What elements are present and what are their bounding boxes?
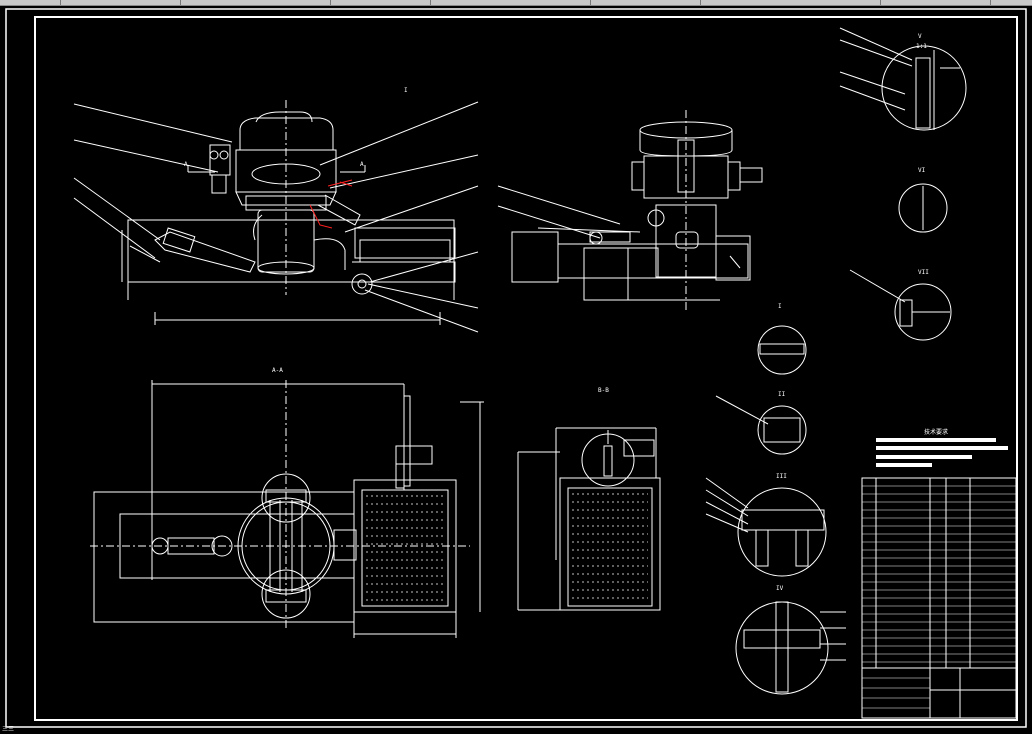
toolbar-strip bbox=[0, 0, 1032, 6]
label-detail-1: I bbox=[778, 303, 782, 310]
title-block-rows bbox=[862, 485, 1016, 709]
drawing-labels: I A A A-A B-B I II III IV V VI VII 1:1 技… bbox=[184, 33, 948, 592]
plan-tray-grid bbox=[366, 495, 444, 601]
highlight-marks bbox=[309, 179, 353, 229]
status-bar bbox=[0, 728, 1032, 734]
label-section-bb: B-B bbox=[598, 387, 609, 394]
title-block-heading: 技术要求 bbox=[924, 428, 948, 436]
label-section-aa: A-A bbox=[272, 367, 283, 374]
technical-notes bbox=[876, 438, 1008, 467]
label-section-a-left: A bbox=[184, 161, 188, 168]
label-section-a-right: A bbox=[360, 161, 364, 168]
label-detail-6: VI bbox=[918, 167, 926, 174]
label-detail-5: V bbox=[918, 33, 922, 40]
label-detail-2: II bbox=[778, 391, 786, 398]
section-tray-grid bbox=[572, 493, 648, 599]
right-section-view bbox=[517, 427, 661, 611]
label-top-mark: I bbox=[404, 87, 408, 94]
status-text: 三三 bbox=[2, 726, 15, 733]
plan-view bbox=[90, 380, 484, 638]
label-detail-7: VII bbox=[918, 269, 929, 276]
front-view bbox=[73, 100, 479, 333]
label-scale: 1:1 bbox=[916, 43, 927, 50]
label-detail-3: III bbox=[776, 473, 787, 480]
side-view bbox=[497, 110, 763, 310]
sheet-inner-border bbox=[34, 16, 1018, 721]
sheet-outer-border bbox=[5, 8, 1027, 728]
label-detail-4: IV bbox=[776, 585, 784, 592]
detail-circles bbox=[705, 27, 967, 695]
